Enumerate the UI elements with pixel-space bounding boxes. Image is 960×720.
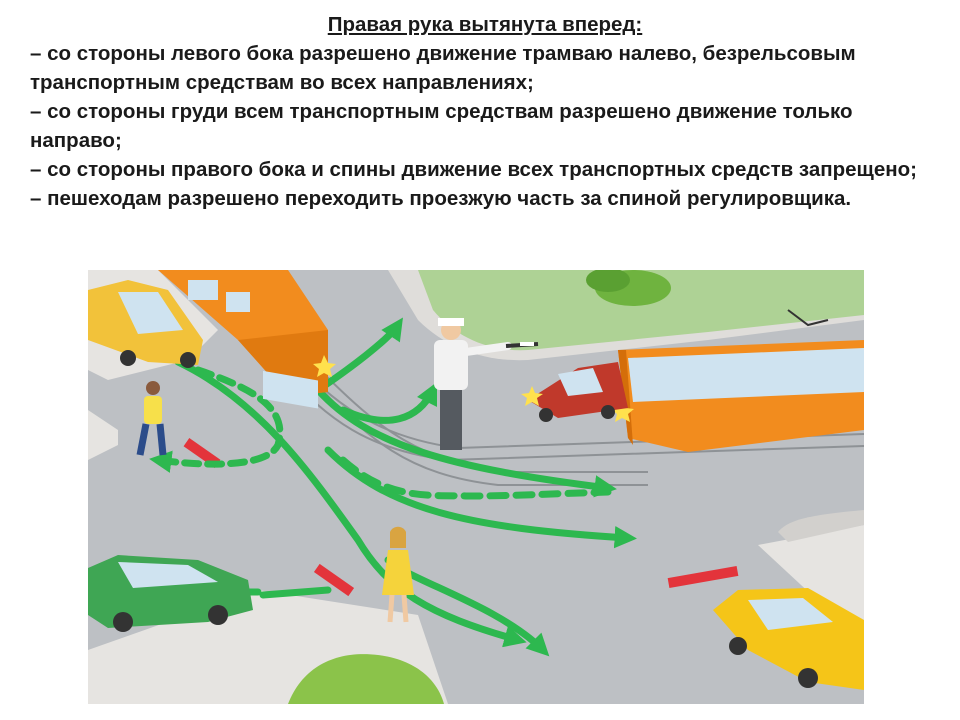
tram-left-headlight-icon [313,355,336,377]
car-red [528,362,628,422]
grass-bottom [288,654,444,704]
tram-right [618,309,864,452]
traffic-controller [434,318,539,450]
grass-top-right [418,270,864,351]
rule-bullet-left-side: – со стороны левого бока разрешено движе… [30,42,856,94]
tram-left [158,270,328,409]
sidewalk-left [88,410,118,460]
car-yellow-left [88,280,203,368]
pedestrian-woman [382,526,414,623]
bush-top-2 [586,270,630,292]
sidewalk-right [778,510,864,542]
rule-bullet-pedestrians: – пешеходам разрешено переходить проезжу… [30,187,852,210]
rule-bullet-chest: – со стороны груди всем транспортным сре… [30,100,853,152]
intersection-illustration [88,270,864,704]
rule-title: Правая рука вытянута вперед: [327,13,643,36]
stop-line-right [667,565,739,589]
car-green [88,555,253,632]
rule-text: Правая рука вытянута вперед: – со сторон… [30,10,940,213]
stop-line-bottom [313,563,355,597]
stop-line-left [183,438,221,468]
sidewalk-bottom-right [758,525,864,630]
rule-bullet-right-side-back: – со стороны правого бока и спины движен… [30,158,917,181]
car-red-headlight-icon [521,386,543,406]
tram-right-headlight-icon [611,400,634,422]
traffic-baton [520,342,534,346]
pedestrian-man [136,381,167,456]
car-yellow-right [713,588,864,690]
